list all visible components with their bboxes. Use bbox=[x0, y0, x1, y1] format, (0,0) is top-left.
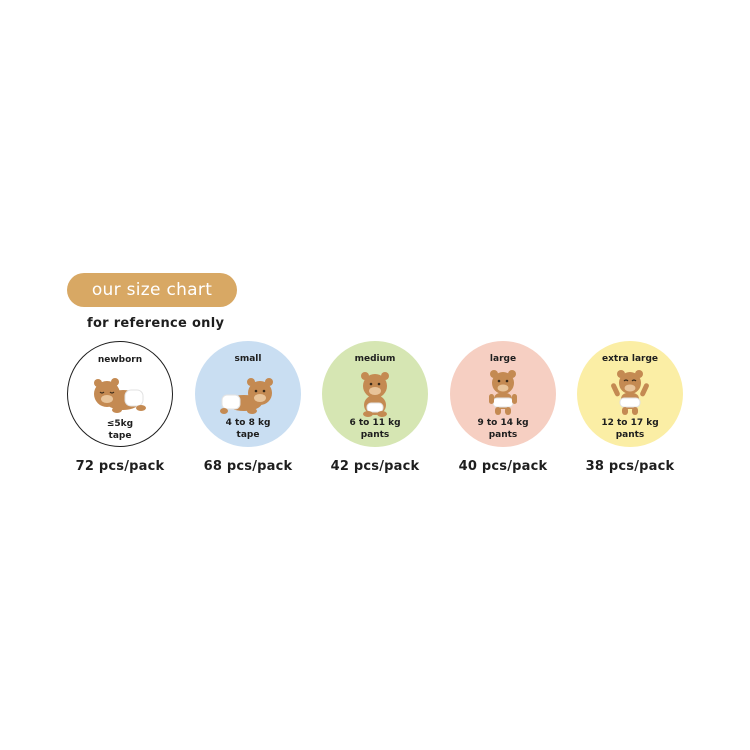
weight-range: 6 to 11 kg bbox=[349, 418, 401, 428]
weight-range: 4 to 8 kg bbox=[225, 418, 271, 428]
size-circle: newborn ≤5kg tape bbox=[67, 341, 173, 447]
size-circle: medium 6 to 11 kg pants bbox=[322, 341, 428, 447]
size-card-newborn: newborn ≤5kg tape 72 pcs/pack bbox=[67, 341, 173, 474]
size-chart-title-pill: our size chart bbox=[67, 273, 237, 307]
pack-count: 40 pcs/pack bbox=[458, 459, 548, 474]
pack-count: 68 pcs/pack bbox=[203, 459, 293, 474]
crawling-bear-icon bbox=[220, 378, 273, 414]
diaper-type: pants bbox=[488, 430, 518, 440]
size-card-small: small 4 to 8 kg tape 68 pcs/pack bbox=[195, 341, 301, 474]
standing-bear-icon bbox=[489, 370, 517, 415]
size-card-extra-large: extra large 12 to 17 kg pants 38 pcs/pac… bbox=[577, 341, 683, 474]
sleeping-bear-icon bbox=[94, 378, 146, 413]
size-circle: extra large 12 to 17 kg pants bbox=[577, 341, 683, 447]
size-label: extra large bbox=[602, 354, 658, 364]
size-circle: small 4 to 8 kg tape bbox=[195, 341, 301, 447]
size-label: medium bbox=[354, 354, 396, 364]
size-label: small bbox=[234, 354, 262, 364]
weight-range: 9 to 14 kg bbox=[477, 418, 529, 428]
size-card-large: large 9 to 14 kg pants 40 pcs/pack bbox=[450, 341, 556, 474]
weight-range: ≤5kg bbox=[106, 419, 134, 429]
size-card-medium: medium 6 to 11 kg pants 42 pcs/pack bbox=[322, 341, 428, 474]
reference-note: for reference only bbox=[87, 316, 225, 331]
pack-count: 38 pcs/pack bbox=[585, 459, 675, 474]
diaper-type: pants bbox=[360, 430, 390, 440]
size-label: large bbox=[489, 354, 517, 364]
cheering-bear-icon bbox=[611, 370, 649, 415]
diaper-type: pants bbox=[615, 430, 645, 440]
pack-count: 42 pcs/pack bbox=[330, 459, 420, 474]
pack-count: 72 pcs/pack bbox=[75, 459, 165, 474]
size-chart-title: our size chart bbox=[91, 280, 213, 300]
weight-range: 12 to 17 kg bbox=[601, 418, 659, 428]
sitting-bear-icon bbox=[361, 372, 389, 417]
diaper-type: tape bbox=[236, 430, 260, 440]
diaper-type: tape bbox=[108, 431, 132, 441]
size-circle: large 9 to 14 kg pants bbox=[450, 341, 556, 447]
size-label: newborn bbox=[97, 355, 143, 365]
